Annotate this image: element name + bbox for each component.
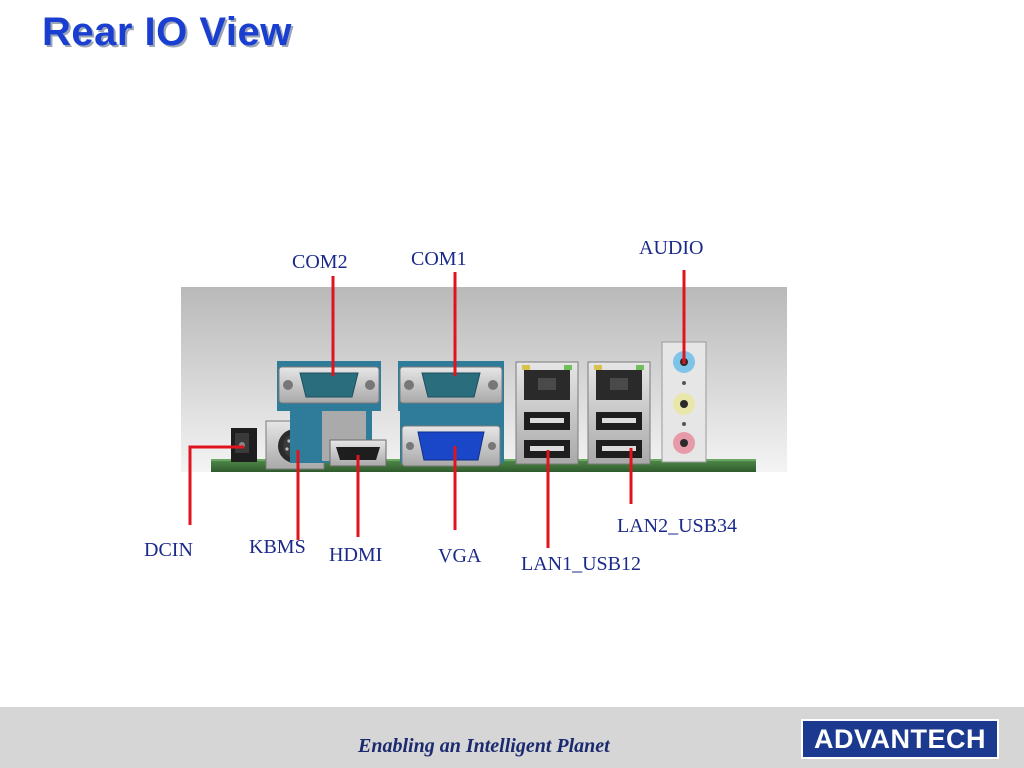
label-lan2-usb34: LAN2_USB34	[617, 515, 738, 537]
callout-lines	[188, 270, 686, 548]
label-com2: COM2	[292, 251, 348, 273]
advantech-logo: ADVANTECH	[801, 719, 999, 759]
label-hdmi: HDMI	[329, 544, 383, 566]
vga-connector	[401, 425, 501, 467]
page-title: Rear IO View	[42, 10, 292, 54]
hdmi-connector	[329, 439, 387, 467]
rear-io-diagram	[181, 270, 787, 548]
label-kbms: KBMS	[249, 536, 306, 558]
footer-bar: Enabling an Intelligent Planet ADVANTECH	[0, 707, 1024, 768]
label-lan1-usb12: LAN1_USB12	[521, 553, 642, 575]
dcin-callout-line	[188, 445, 244, 525]
footer-tagline: Enabling an Intelligent Planet	[358, 735, 610, 757]
label-com1: COM1	[411, 248, 467, 270]
logo-text: ADVANTECH	[814, 723, 986, 754]
dcin-connector	[231, 428, 257, 462]
label-dcin: DCIN	[144, 539, 193, 561]
lan2-usb34-connector	[587, 361, 651, 465]
label-vga: VGA	[438, 545, 482, 567]
lan1-usb12-connector	[515, 361, 579, 465]
label-audio: AUDIO	[639, 237, 704, 259]
